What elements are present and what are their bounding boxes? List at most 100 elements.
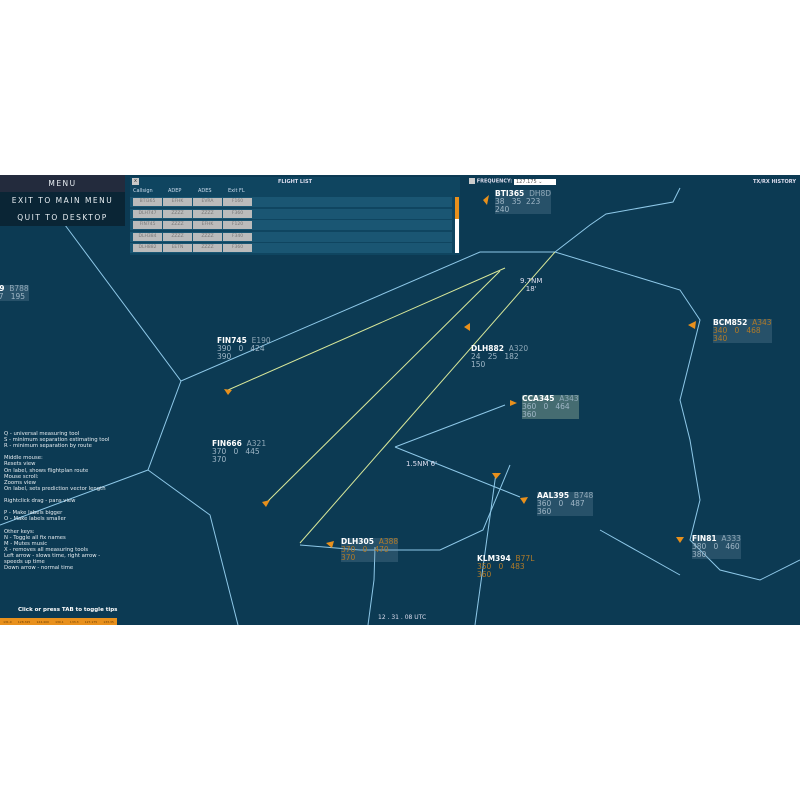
measure-label[interactable]: 9.7NM 18' <box>520 277 543 293</box>
quit-to-desktop-button[interactable]: QUIT TO DESKTOP <box>17 213 108 222</box>
callsign: FIN81 <box>692 534 717 543</box>
header-ades: ADES <box>198 188 212 194</box>
flight-data: 38 35 223 <box>495 197 541 206</box>
header-exit-fl: Exit FL <box>228 188 245 194</box>
flight-list-cell[interactable]: F120 <box>223 221 252 229</box>
frequency-bar: 131.0 128.325 124.400 130.1 133.3 127.175 133.… <box>0 618 117 625</box>
cleared-level: 360 <box>477 570 492 579</box>
flight-list-scrollbar[interactable] <box>455 197 459 253</box>
radar-screen[interactable]: MENU EXIT TO MAIN MENU QUIT TO DESKTOP x… <box>0 175 800 625</box>
cleared-level: 390 <box>217 352 232 361</box>
flight-list-cell[interactable]: F360 <box>223 209 252 218</box>
frequency-preset[interactable]: 131.0 <box>3 619 12 624</box>
callsign: 49 <box>0 284 5 293</box>
flight-data: 360 0 464 <box>522 402 570 411</box>
callsign: KLM394 <box>477 554 511 563</box>
radar-map <box>0 187 800 625</box>
cleared-level: 150 <box>471 360 486 369</box>
cleared-level: 340 <box>713 334 728 343</box>
frequency-toggle-button[interactable] <box>469 178 475 184</box>
game-menu: MENU EXIT TO MAIN MENU QUIT TO DESKTOP <box>0 175 125 226</box>
flight-list-cell[interactable]: ZZZZ <box>193 209 222 218</box>
flight-list-cell[interactable]: F340 <box>223 232 252 241</box>
header-callsign: Callsign <box>133 188 153 194</box>
toggle-tips-button[interactable]: Click or press TAB to toggle tips <box>18 607 118 613</box>
aircraft-label[interactable]: DLH882 A320 24 25 182 150 <box>471 345 528 369</box>
flight-data: 380 0 460 <box>692 542 740 551</box>
aircraft-type: E190 <box>251 336 271 345</box>
frequency-preset[interactable]: 124.400 <box>36 619 49 624</box>
exit-to-main-menu-button[interactable]: EXIT TO MAIN MENU <box>11 196 114 205</box>
frequency-label: FREQUENCY: <box>476 178 513 185</box>
flight-list-cell[interactable]: EFHK <box>193 221 222 229</box>
flight-list-cell[interactable]: EVRA <box>193 198 222 206</box>
flight-data: 360 0 487 <box>537 499 585 508</box>
aircraft-label[interactable]: DLH305 A388 370 0 470 370 <box>341 537 399 562</box>
aircraft-label[interactable]: FIN666 A321 370 0 445 370 <box>212 440 266 464</box>
flight-list-cell[interactable]: F360 <box>223 244 252 252</box>
flight-data: 370 0 470 <box>341 545 389 554</box>
close-flight-list-button[interactable]: x <box>132 178 139 185</box>
flight-list-cell[interactable]: BTI365 <box>133 198 162 206</box>
aircraft-label[interactable]: FIN81 A333 380 0 460 380 <box>692 535 741 559</box>
flight-list-cell[interactable]: EETN <box>163 244 192 252</box>
flight-list-cell[interactable]: ZZZZ <box>163 209 192 218</box>
aircraft-type: A343 <box>752 318 772 327</box>
frequency-dropdown[interactable]: 127.175 ⌄ <box>513 178 556 185</box>
flight-data: 24 25 182 <box>471 352 519 361</box>
aircraft-type: B77L <box>515 554 535 563</box>
aircraft-label[interactable]: BTI365 DH8D 38 35 223 240 <box>495 189 552 214</box>
aircraft-label[interactable]: FIN745 E190 390 0 424 390 <box>217 337 271 361</box>
airspace-boundaries <box>0 187 800 625</box>
flight-data: 27 195 <box>0 292 26 301</box>
aircraft-type: A388 <box>378 537 399 546</box>
callsign: BCM852 <box>713 318 748 327</box>
callsign: DLH305 <box>341 537 374 546</box>
flight-list-title: FLIGHT LIST <box>278 179 312 185</box>
flight-list-cell[interactable]: FIN745 <box>133 221 162 229</box>
keyboard-tips: Q - universal measuring tool S - minimum… <box>4 431 110 572</box>
frequency-preset[interactable]: 128.325 <box>17 619 31 624</box>
aircraft-label[interactable]: KLM394 B77L 350 0 483 360 <box>477 555 534 579</box>
aircraft-label[interactable]: 49 B788 27 195 <box>0 285 29 301</box>
menu-title: MENU <box>0 175 125 192</box>
aircraft-type: A333 <box>721 534 741 543</box>
callsign: DLH882 <box>471 344 504 353</box>
flight-list-cell[interactable]: EFHK <box>163 198 192 206</box>
cleared-level: 360 <box>537 507 552 516</box>
flight-list-cell[interactable]: ZZZZ <box>193 232 222 241</box>
aircraft-type: DH8D <box>529 189 552 198</box>
frequency-preset[interactable]: 133.3 <box>69 619 79 624</box>
aircraft-symbols <box>224 195 696 548</box>
flight-list-cell[interactable]: DLH747 <box>133 209 162 218</box>
txrx-history-button[interactable]: TX/RX HISTORY <box>752 179 796 185</box>
flight-data: 390 0 424 <box>217 344 265 353</box>
aircraft-label[interactable]: AAL395 B748 360 0 487 360 <box>537 491 594 516</box>
frequency-preset[interactable]: 130.1 <box>55 619 64 624</box>
frequency-preset[interactable]: 133.35 <box>103 619 114 624</box>
flight-list-cell[interactable]: DLH384 <box>133 232 162 241</box>
aircraft-label[interactable]: CCA345 A343 360 0 464 360 <box>522 395 579 419</box>
callsign: AAL395 <box>537 491 570 500</box>
aircraft-type: A343 <box>559 394 579 403</box>
measure-label[interactable]: 1.5NM 6' <box>406 460 438 468</box>
trajectory-lines <box>227 251 556 544</box>
flight-list-panel: x FLIGHT LIST Callsign ADEP ADES Exit FL… <box>130 177 460 255</box>
flight-list-cell[interactable]: ZZZZ <box>163 232 192 241</box>
utc-clock: 12 . 31 . 08 UTC <box>378 614 427 621</box>
frequency-selector: FREQUENCY: 127.175 ⌄ <box>469 178 556 185</box>
aircraft-label[interactable]: BCM852 A343 340 0 468 340 <box>713 319 772 343</box>
callsign: FIN745 <box>217 336 247 345</box>
frequency-preset[interactable]: 127.175 <box>84 619 98 624</box>
flight-list-cell[interactable]: ZZZZ <box>193 244 222 252</box>
aircraft-type: A320 <box>508 344 529 353</box>
flight-list-cell[interactable]: ZZZZ <box>163 221 192 229</box>
callsign: BTI365 <box>495 189 525 198</box>
flight-list-cell[interactable]: DLH882 <box>133 244 162 252</box>
flight-list-cell[interactable]: F160 <box>223 198 252 206</box>
